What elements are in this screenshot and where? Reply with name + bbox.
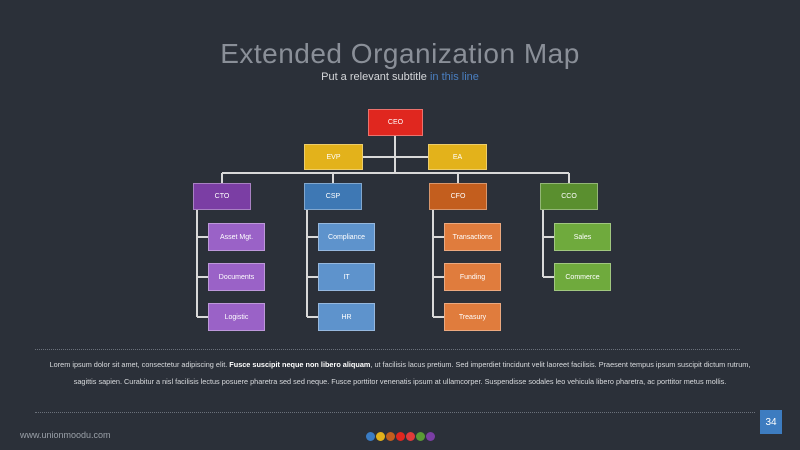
color-dot [426, 432, 435, 441]
divider-top [35, 349, 740, 350]
ea-box: EA [428, 144, 487, 170]
footer-url: www.unionmoodu.com [20, 430, 111, 440]
body-paragraph: Lorem ipsum dolor sit amet, consectetur … [40, 357, 760, 390]
dept-item-compliance: Compliance [318, 223, 375, 251]
page-title: Extended Organization Map [220, 38, 580, 69]
color-dot [386, 432, 395, 441]
dept-item-asset-mgt: Asset Mgt. [208, 223, 265, 251]
cfo-box: CFO [429, 183, 487, 210]
dept-item-commerce: Commerce [554, 263, 611, 291]
dept-item-it: IT [318, 263, 375, 291]
body-text-2: , ut facilisis lacus pretium. Sed imperd… [73, 360, 751, 386]
subtitle-text: Put a relevant subtitle [321, 71, 430, 83]
color-dot [406, 432, 415, 441]
dept-item-treasury: Treasury [444, 303, 501, 331]
subtitle-accent: in this line [429, 71, 479, 83]
color-dot [366, 432, 375, 441]
dept-item-logistic: Logistic [208, 303, 265, 331]
color-dot [416, 432, 425, 441]
org-connector-lines [196, 136, 570, 318]
color-dot [396, 432, 405, 441]
body-text-bold: Fusce suscipit neque non libero aliquam [229, 360, 371, 369]
ceo-box: CEO [368, 109, 423, 136]
page-subtitle: Put a relevant subtitle in this line [0, 71, 800, 83]
csp-box: CSP [304, 183, 362, 210]
color-dot [376, 432, 385, 441]
dept-item-documents: Documents [208, 263, 265, 291]
dept-item-hr: HR [318, 303, 375, 331]
color-dots [366, 432, 435, 441]
divider-bottom [35, 412, 755, 413]
dept-item-sales: Sales [554, 223, 611, 251]
cto-box: CTO [193, 183, 251, 210]
dept-item-transactions: Transactions [444, 223, 501, 251]
body-text-1: Lorem ipsum dolor sit amet, consectetur … [49, 360, 230, 369]
evp-box: EVP [304, 144, 363, 170]
dept-item-funding: Funding [444, 263, 501, 291]
page-number: 34 [760, 410, 782, 434]
cco-box: CCO [540, 183, 598, 210]
